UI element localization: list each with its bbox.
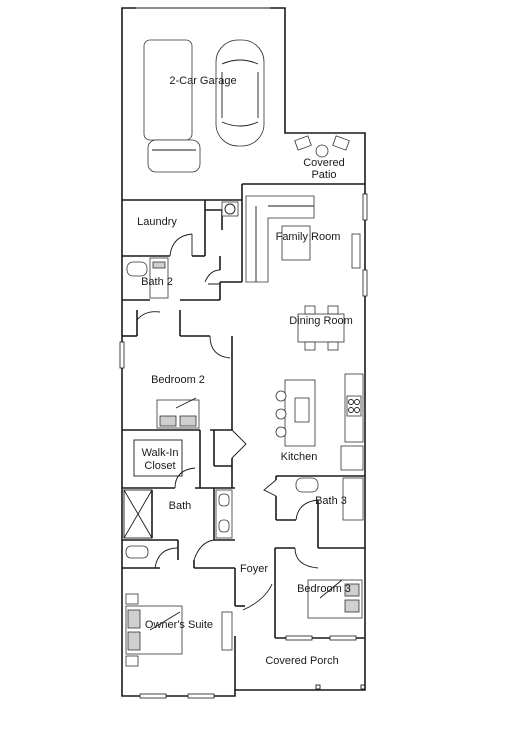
laundry-bath2-walls: [122, 200, 242, 301]
label-covered-patio-1: Covered: [303, 157, 345, 169]
bedroom3-walls: [235, 547, 366, 690]
kitchen-island: [275, 373, 364, 471]
family-room-sofa: [245, 193, 368, 297]
bath3-walls: [263, 475, 365, 549]
owners-bath-walls: [122, 488, 235, 569]
room-labels: 2-Car Garage Covered Patio Laundry Famil…: [137, 75, 353, 667]
label-bath: Bath: [169, 500, 192, 512]
car-icon: [215, 39, 265, 147]
truck-icon: [143, 39, 201, 173]
walk-in-closet-walls: [122, 429, 247, 489]
label-dining-room: Dining Room: [289, 315, 353, 327]
label-kitchen: Kitchen: [281, 451, 318, 463]
label-walk-in-closet-1: Walk-In: [142, 447, 179, 459]
label-garage: 2-Car Garage: [169, 75, 236, 87]
exterior-walls: [121, 7, 366, 697]
label-bedroom-3: Bedroom 3: [297, 583, 351, 595]
label-walk-in-closet-2: Closet: [144, 460, 175, 472]
label-foyer: Foyer: [240, 563, 268, 575]
label-covered-patio-2: Patio: [311, 169, 336, 181]
patio-chairs-icon: [294, 135, 350, 158]
label-family-room: Family Room: [276, 231, 341, 243]
label-owners-suite: Owner's Suite: [145, 619, 213, 631]
label-bath-3: Bath 3: [315, 495, 347, 507]
label-covered-porch: Covered Porch: [265, 655, 338, 667]
label-bedroom-2: Bedroom 2: [151, 374, 205, 386]
bedroom2-walls: [119, 310, 233, 431]
label-bath-2: Bath 2: [141, 276, 173, 288]
bed-icon: [156, 397, 200, 429]
label-laundry: Laundry: [137, 216, 177, 228]
dining-table: [297, 305, 345, 351]
owners-suite-furniture: [125, 568, 236, 699]
